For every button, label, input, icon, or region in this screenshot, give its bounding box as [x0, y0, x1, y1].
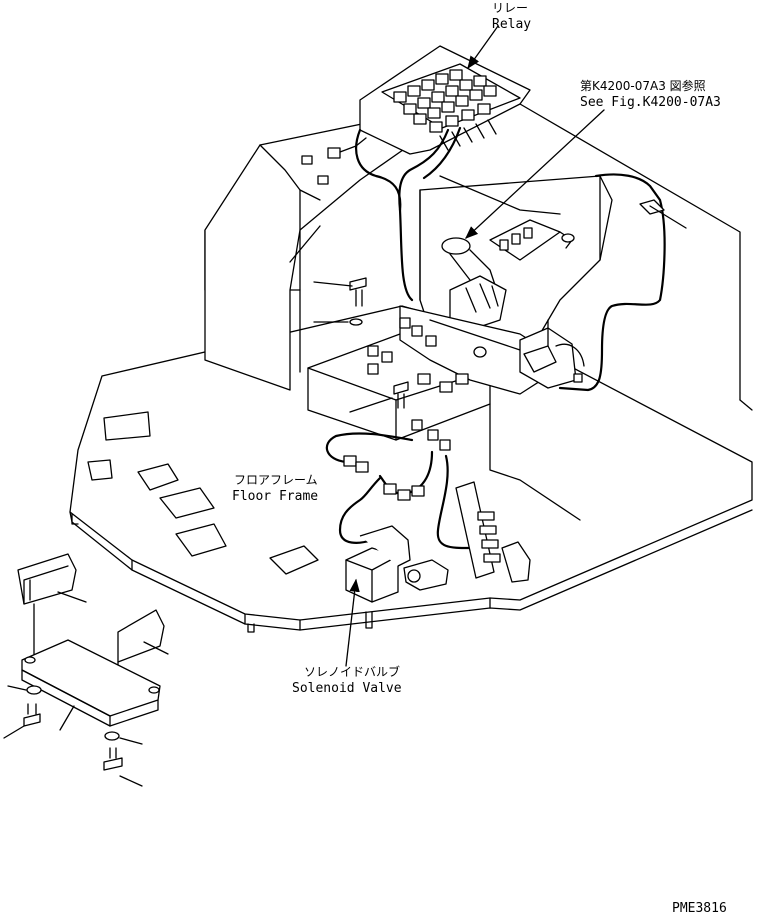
- label-group: リレー Relay 第K4200-07A3 図参照 See Fig.K4200-…: [232, 1, 727, 914]
- housing-bolts: [313, 277, 409, 413]
- relay-label-jp: リレー: [492, 1, 528, 15]
- solenoid-valve-label-jp: ソレノイドバルブ: [304, 664, 400, 679]
- wiring-harness-relay: [355, 119, 497, 302]
- joystick-knob: [441, 237, 471, 255]
- see-fig-label: See Fig.K4200-07A3: [580, 95, 721, 110]
- drawing-code: PME3816: [672, 901, 727, 914]
- terminal-strip: [455, 481, 531, 583]
- floor-opening: [269, 545, 319, 575]
- relay-leader-arrow: [467, 25, 499, 70]
- floor-frame: [69, 305, 753, 633]
- see-fig-leader-arrow: [465, 109, 605, 239]
- floor-opening: [175, 523, 227, 557]
- floor-frame-label: Floor Frame: [232, 489, 318, 504]
- floor-frame-label-jp: フロアフレーム: [234, 473, 318, 487]
- wiring-harness-right: [558, 173, 687, 392]
- wiring-harness-floor: [325, 432, 490, 550]
- floor-opening: [159, 487, 215, 519]
- solenoid-valve-label: Solenoid Valve: [292, 681, 402, 696]
- solenoid-leader-arrow: [345, 578, 360, 667]
- relay-label: Relay: [492, 17, 531, 32]
- relay-block: [381, 63, 521, 133]
- floor-opening: [137, 463, 179, 491]
- leader-lines: [345, 25, 605, 667]
- see-fig-label-jp: 第K4200-07A3 図参照: [580, 78, 706, 93]
- loose-fasteners: [3, 685, 143, 787]
- floor-opening: [103, 411, 151, 441]
- floor-opening: [87, 459, 113, 481]
- bracket-assembly: [17, 553, 169, 727]
- switch-bracket: [519, 319, 585, 389]
